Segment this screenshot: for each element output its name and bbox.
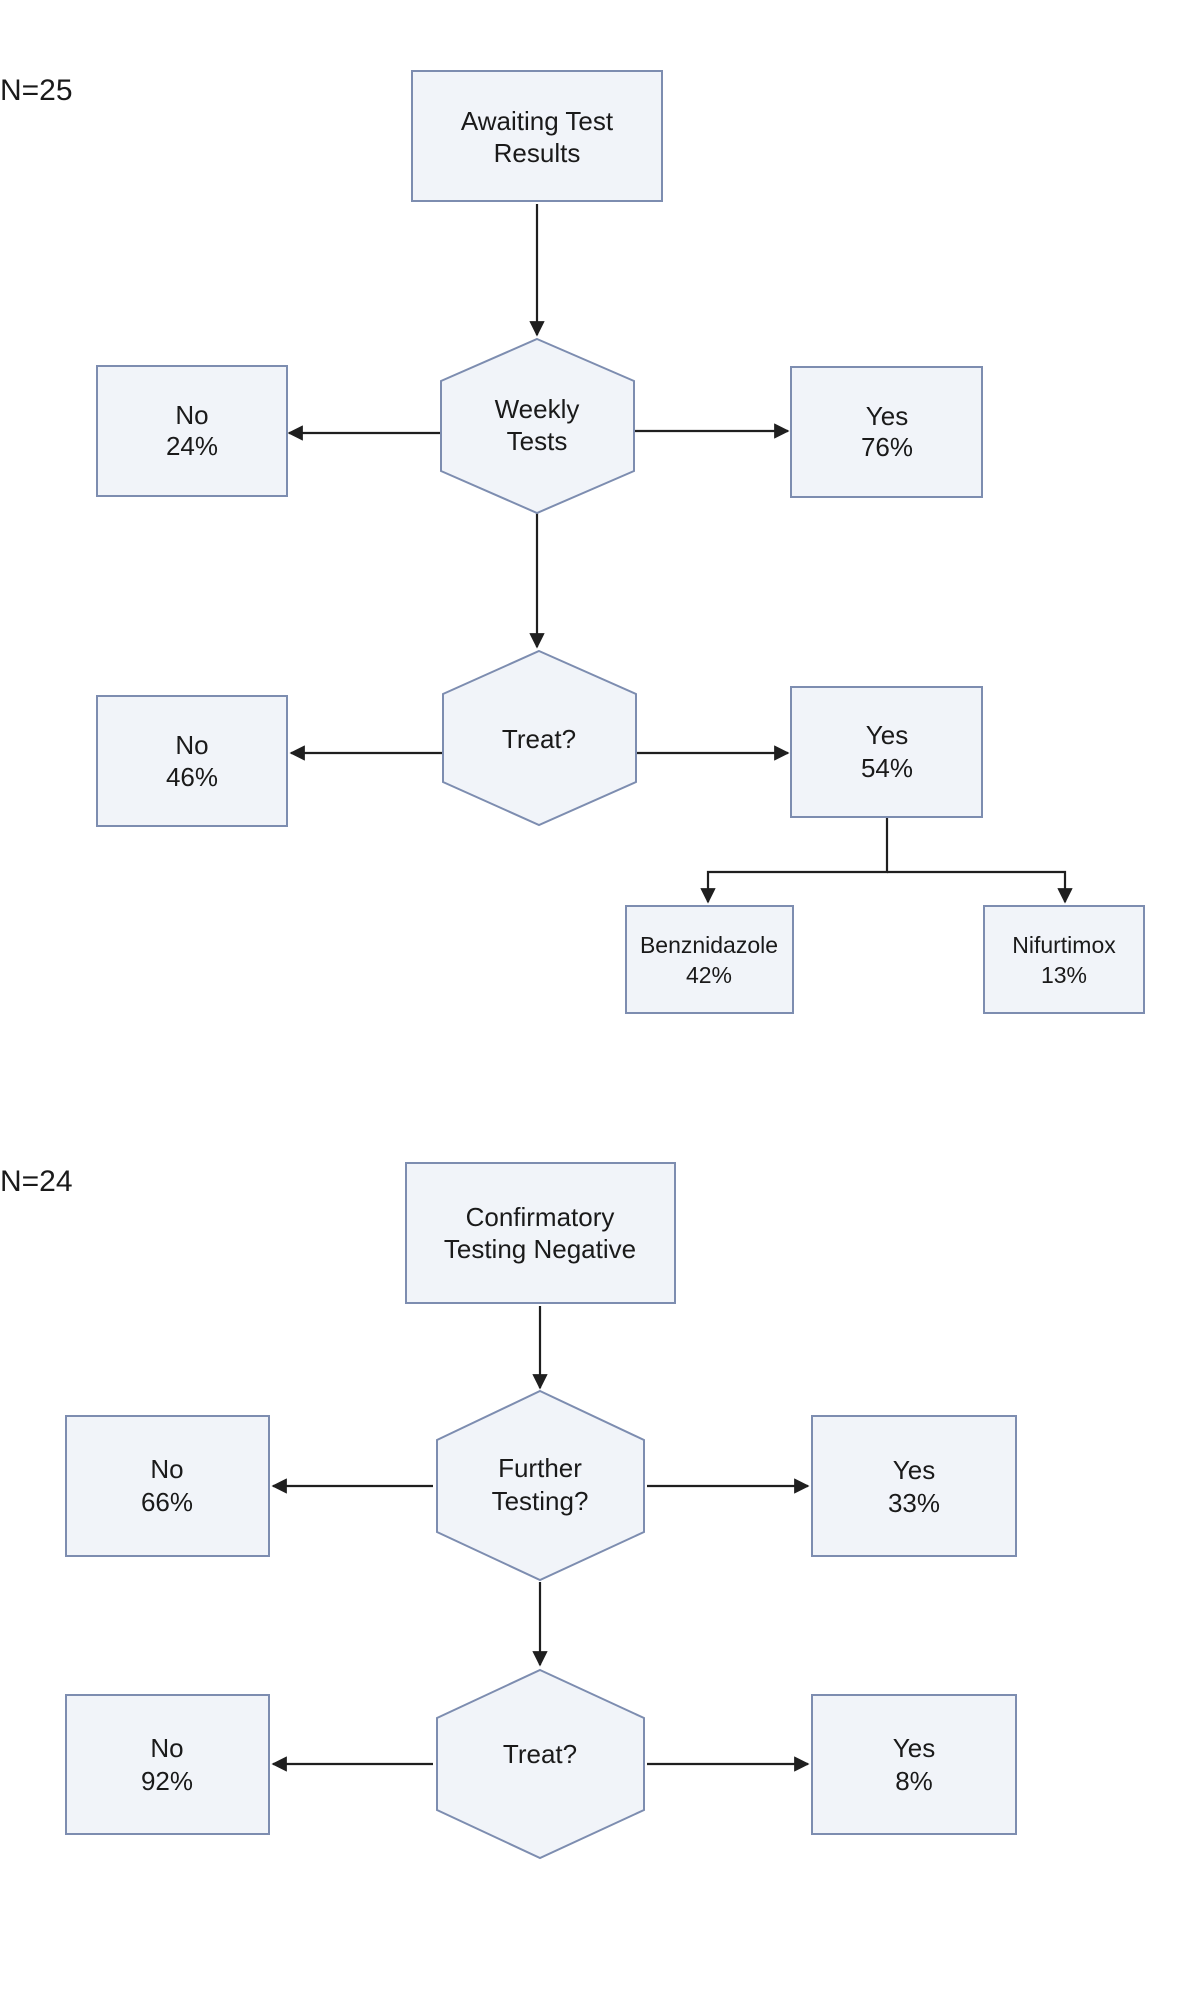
node-label-line1: Awaiting Test [461,106,614,136]
node-nifurtimox: Nifurtimox 13% [983,905,1145,1014]
node-label-line2: Testing Negative [444,1234,636,1264]
node-label-line2: Results [494,138,581,168]
node-label-line1: Further [498,1453,582,1483]
flow2-count: N=24 [0,1165,73,1198]
node-treat-1: Treat? [442,649,637,827]
node-treat-2-no: No 92% [65,1694,270,1835]
node-label-line1: No [175,400,208,430]
node-label-line2: 76% [861,432,913,462]
node-further-yes: Yes 33% [811,1415,1017,1557]
node-label-line1: No [175,730,208,760]
flow1-count: N=25 [0,74,73,107]
node-label-line1: Weekly [495,394,580,424]
node-label-line1: No [150,1733,183,1763]
node-label-line2: 46% [166,762,218,792]
node-benznidazole: Benznidazole 42% [625,905,794,1014]
node-treat-1-no: No 46% [96,695,288,827]
node-label-line2: 13% [1041,962,1087,988]
node-confirmatory-testing-negative: Confirmatory Testing Negative [405,1162,676,1304]
node-label-line2: 24% [166,431,218,461]
edge-yes-to-nifurtimox [887,870,1073,904]
node-label-line1: Yes [893,1455,935,1485]
node-label-line2: 54% [861,753,913,783]
node-further-no: No 66% [65,1415,270,1557]
node-treat-2: Treat? [436,1668,645,1860]
node-label-line2: 66% [141,1487,193,1517]
node-label-line1: No [150,1454,183,1484]
edge-yes-to-benznidazole [700,817,889,904]
node-weekly-tests: Weekly Tests [440,337,635,515]
node-label-line1: Yes [866,720,908,750]
node-weekly-no: No 24% [96,365,288,497]
node-awaiting-test-results: Awaiting Test Results [411,70,663,202]
node-label-line2: Tests [507,426,568,456]
node-further-testing: Further Testing? [436,1389,645,1582]
node-label-line2: 33% [888,1488,940,1518]
node-label-line2: Testing? [492,1486,589,1516]
node-label-line2: 8% [895,1766,933,1796]
node-treat-2-yes: Yes 8% [811,1694,1017,1835]
node-label-line1: Treat? [503,1739,577,1769]
node-label-line1: Treat? [502,724,576,754]
node-label-line1: Nifurtimox [1012,932,1116,958]
node-label-line2: 42% [686,962,732,988]
node-label-line1: Confirmatory [466,1202,615,1232]
node-weekly-yes: Yes 76% [790,366,983,498]
node-label-line1: Benznidazole [640,932,778,958]
node-label-line1: Yes [893,1733,935,1763]
node-treat-1-yes: Yes 54% [790,686,983,818]
node-label-line1: Yes [866,401,908,431]
node-label-line2: 92% [141,1766,193,1796]
